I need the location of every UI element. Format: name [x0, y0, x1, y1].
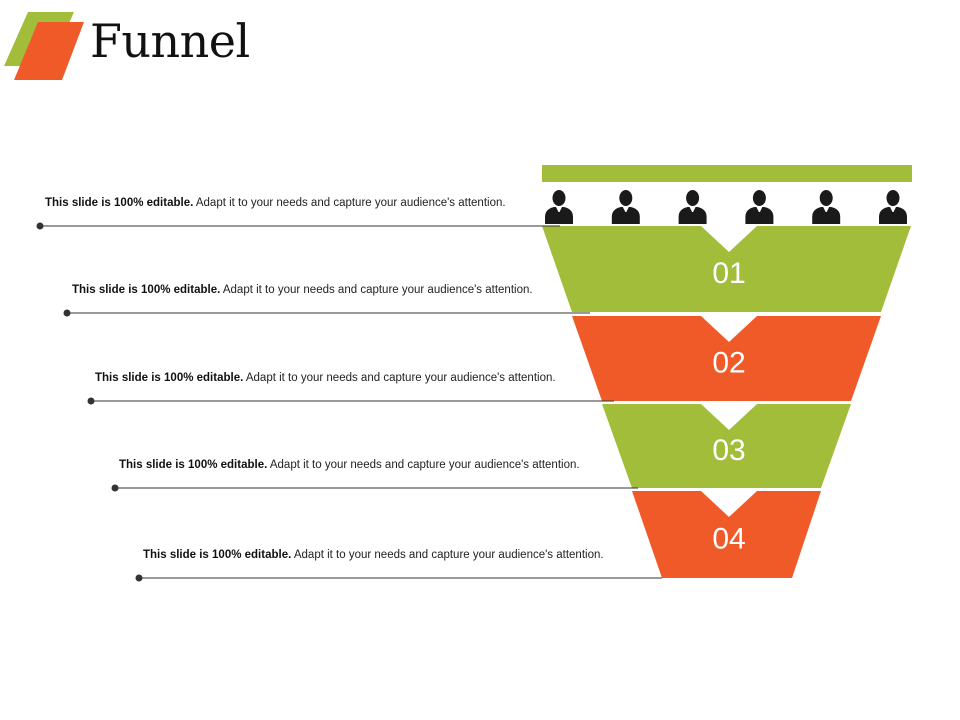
person-icon: [545, 190, 573, 224]
funnel-segment: [602, 404, 851, 488]
funnel-top-bar: [542, 165, 912, 182]
stage-number: 01: [712, 257, 745, 290]
row-text-5: This slide is 100% editable. Adapt it to…: [143, 549, 604, 561]
leader-dot: [36, 222, 44, 230]
logo-orange-parallelogram: [14, 22, 84, 80]
funnel-segment: [542, 226, 911, 312]
funnel-segment: [572, 316, 881, 401]
person-icon: [879, 190, 907, 224]
row-text-bold: This slide is 100% editable.: [143, 549, 292, 561]
person-icon: [812, 190, 841, 224]
person-icon: [611, 190, 640, 224]
row-text-4: This slide is 100% editable. Adapt it to…: [119, 459, 580, 471]
row-text-body: Adapt it to your needs and capture your …: [267, 459, 580, 471]
funnel-notch: [701, 226, 757, 252]
person-icon: [678, 190, 707, 224]
row-text-1: This slide is 100% editable. Adapt it to…: [45, 197, 506, 209]
row-text-body: Adapt it to your needs and capture your …: [220, 284, 533, 296]
row-text-bold: This slide is 100% editable.: [95, 372, 244, 384]
funnel-notch: [701, 404, 757, 430]
funnel-segment: [632, 491, 821, 578]
page-title: Funnel: [90, 14, 250, 68]
row-text-body: Adapt it to your needs and capture your …: [243, 372, 556, 384]
row-text-body: Adapt it to your needs and capture your …: [193, 197, 506, 209]
stage-number: 04: [712, 523, 745, 556]
row-text-bold: This slide is 100% editable.: [45, 197, 194, 209]
row-text-3: This slide is 100% editable. Adapt it to…: [95, 372, 556, 384]
leader-dot: [135, 574, 143, 582]
stage-number: 03: [712, 434, 745, 467]
leader-dot: [111, 484, 119, 492]
person-icon: [745, 190, 774, 224]
row-text-body: Adapt it to your needs and capture your …: [291, 549, 604, 561]
row-text-bold: This slide is 100% editable.: [72, 284, 221, 296]
stage-number: 02: [712, 347, 745, 380]
funnel-notch: [701, 491, 757, 517]
leader-dot: [87, 397, 95, 405]
funnel-notch: [701, 316, 757, 342]
row-text-2: This slide is 100% editable. Adapt it to…: [72, 284, 533, 296]
leader-dot: [63, 309, 71, 317]
row-text-bold: This slide is 100% editable.: [119, 459, 268, 471]
